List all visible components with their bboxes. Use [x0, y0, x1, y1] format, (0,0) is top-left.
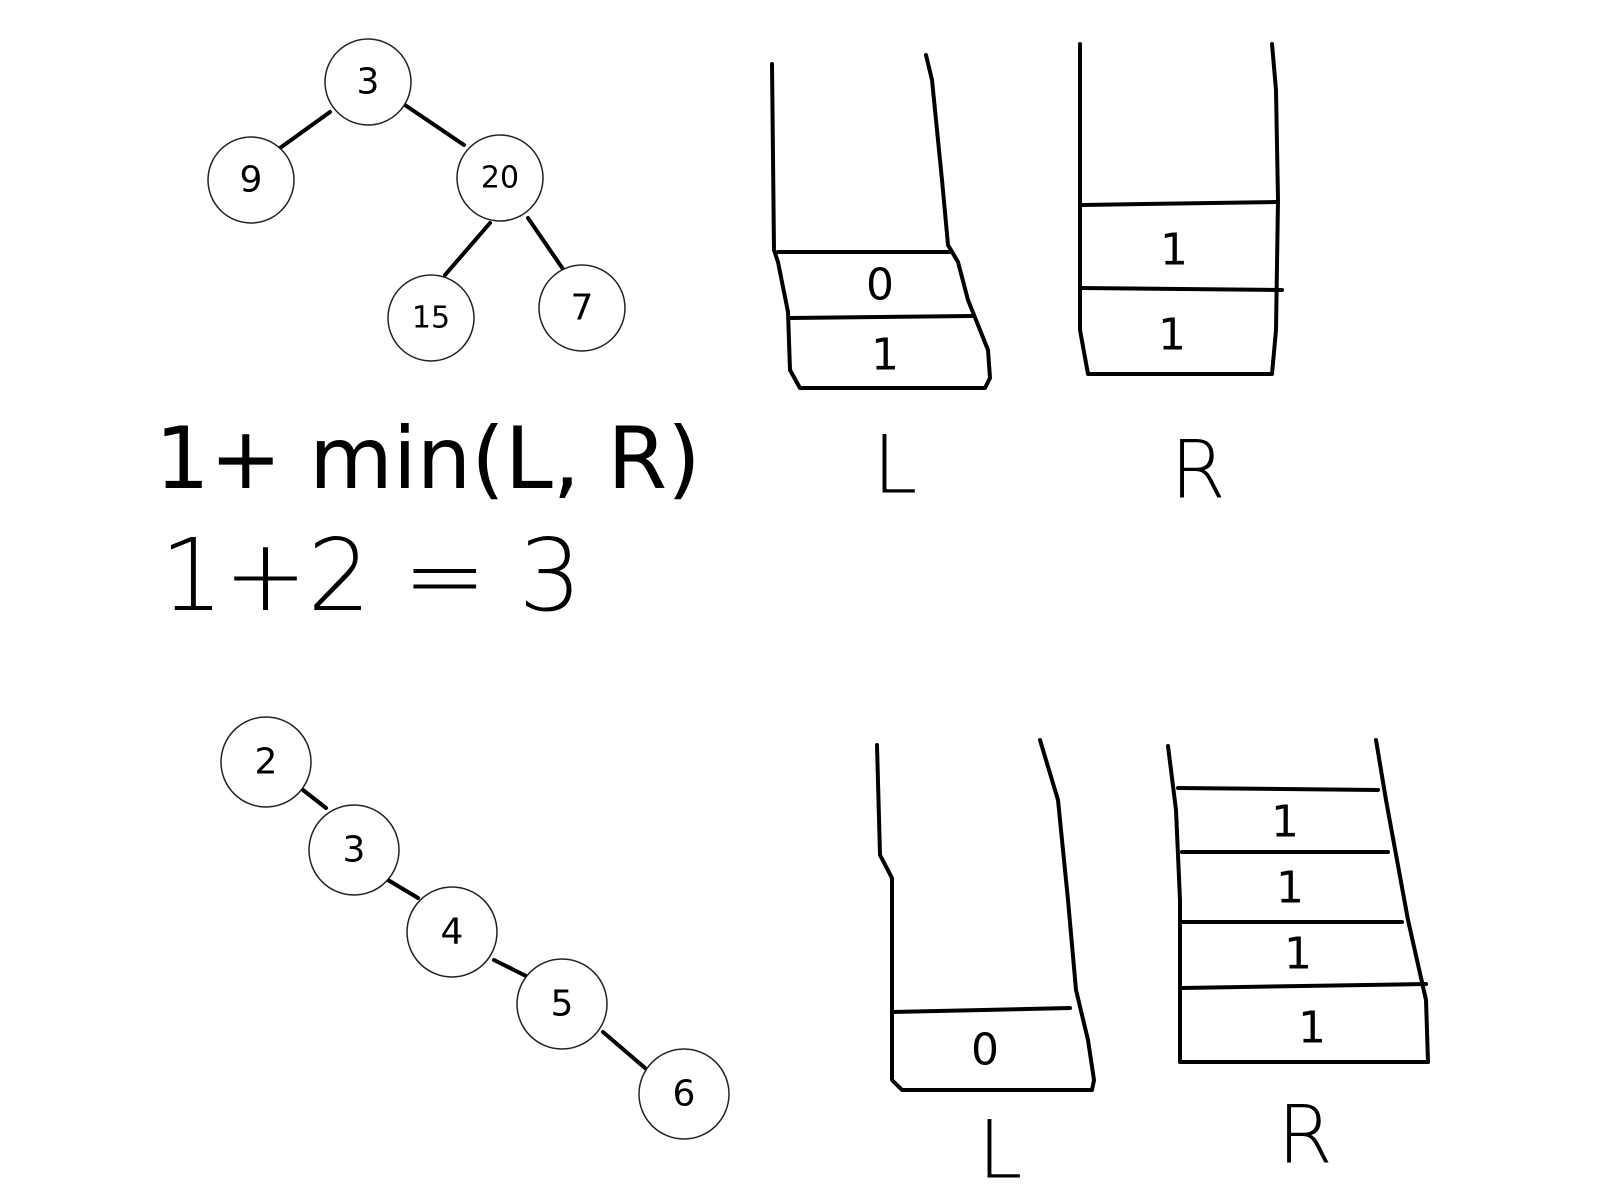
formula: 1+ min(L, R) 1+2 = 3: [155, 409, 701, 634]
stack-top-left-outline: [770, 53, 992, 390]
tree-top-node-label: 9: [240, 160, 263, 201]
stack-bottom-right-cell: 1: [1276, 863, 1304, 914]
tree-bottom-node: 4: [406, 886, 498, 978]
tree-top-node-label: 7: [571, 288, 594, 329]
stack-bottom-right-outline: [1166, 738, 1430, 1064]
stack-bottom-right-label: R: [1277, 1089, 1333, 1182]
tree-top-node: 20: [456, 134, 544, 222]
stack-top-right-cell: 1: [1158, 310, 1186, 361]
tree-bottom: 2 3 4 5 6: [220, 716, 730, 1140]
tree-bottom-node: 5: [516, 958, 608, 1050]
tree-top-node: 9: [207, 136, 295, 224]
stack-bottom-right-divider: [1180, 982, 1428, 990]
tree-bottom-node: 6: [638, 1048, 730, 1140]
tree-bottom-edge-2-3: [301, 788, 328, 810]
tree-bottom-node-label: 2: [255, 742, 278, 783]
stack-top-right-outline: [1078, 42, 1280, 376]
stack-top-right-cell: 1: [1160, 225, 1188, 276]
tree-bottom-node: 3: [308, 804, 400, 896]
tree-bottom-node: 2: [220, 716, 312, 808]
stack-bottom-right-cell: 1: [1271, 797, 1299, 848]
tree-bottom-node-label: 4: [441, 912, 464, 953]
stack-bottom-left-label: L: [978, 1104, 1023, 1197]
stack-bottom-right-divider: [1176, 786, 1380, 792]
tree-bottom-node-label: 6: [673, 1074, 696, 1115]
stack-bottom-left-outline: [875, 738, 1096, 1092]
tree-bottom-edge-5-6: [601, 1030, 647, 1070]
formula-line-2: 1+2 = 3: [160, 517, 582, 634]
tree-top-node-label: 3: [357, 62, 380, 103]
stack-top-right-divider: [1080, 200, 1278, 207]
tree-top-node: 7: [538, 264, 626, 352]
tree-top-node-label: 20: [481, 161, 519, 196]
stack-bottom-left-cell: 0: [971, 1025, 999, 1076]
stack-top-left: 0 1 L: [770, 53, 992, 512]
tree-top: 3 9 20 15 7: [207, 38, 626, 362]
stack-top-right: 1 1 R: [1078, 42, 1284, 517]
stack-top-left-divider: [788, 314, 974, 320]
stack-top-right-divider: [1078, 286, 1284, 292]
tree-bottom-node-label: 3: [343, 830, 366, 871]
tree-top-node-label: 15: [412, 301, 450, 336]
tree-top-edge-20-7: [526, 216, 567, 274]
stack-top-left-cell: 1: [871, 330, 899, 381]
stack-bottom-right-cell: 1: [1298, 1003, 1326, 1054]
stack-bottom-right: 1 1 1 1 R: [1166, 738, 1430, 1182]
stack-top-left-label: L: [873, 419, 918, 512]
tree-top-node: 3: [324, 38, 412, 126]
tree-bottom-edge-3-4: [386, 878, 420, 900]
stack-bottom-left: 0 L: [875, 738, 1096, 1197]
stack-bottom-right-cell: 1: [1284, 929, 1312, 980]
tree-top-edge-20-15: [443, 221, 492, 277]
tree-top-edge-3-20: [400, 101, 466, 147]
stack-top-right-label: R: [1170, 424, 1226, 517]
tree-top-node: 15: [387, 274, 475, 362]
tree-bottom-node-label: 5: [551, 984, 574, 1025]
formula-line-1: 1+ min(L, R): [155, 409, 701, 509]
stack-bottom-left-divider: [890, 1006, 1072, 1014]
tree-top-edge-3-9: [278, 110, 332, 150]
tree-bottom-edge-4-5: [492, 958, 530, 979]
stack-top-left-cell: 0: [866, 260, 894, 311]
